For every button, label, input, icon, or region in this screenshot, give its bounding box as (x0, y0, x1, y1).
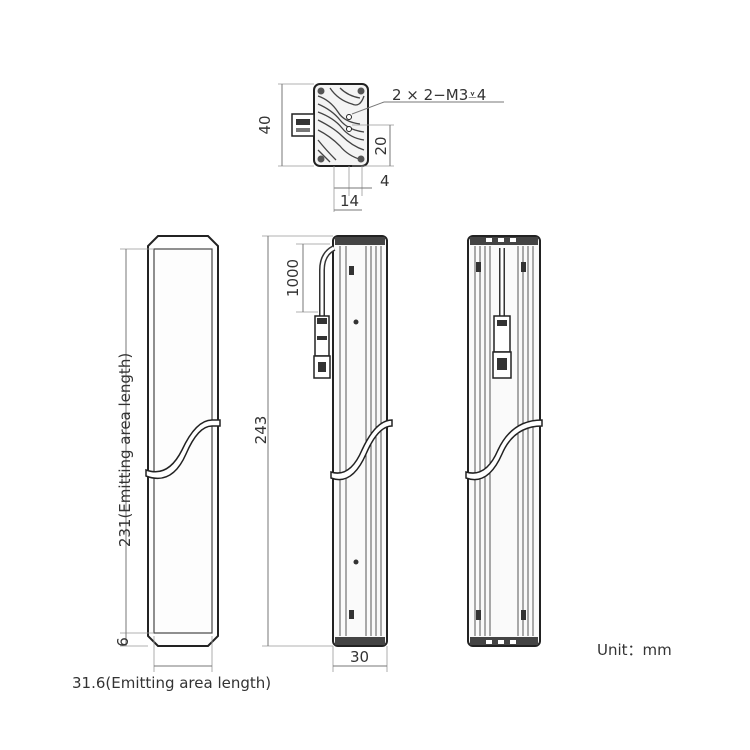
break-line (330, 419, 393, 481)
mounting-hole-icon (346, 126, 352, 132)
top-height-dim: 40 (256, 115, 274, 134)
rear-view (465, 235, 543, 647)
unit-label: Unit：mm (597, 641, 672, 659)
front-body (147, 235, 219, 647)
hole-offset-dim: 4 (380, 172, 390, 190)
hole-callout: 2 × 2−M3⩡4 (392, 86, 486, 104)
top-view: 40 2 × 2−M3⩡4 20 4 14 (256, 83, 504, 212)
emitting-area (153, 248, 213, 634)
side-body (332, 235, 388, 647)
screw-icon (357, 155, 365, 163)
hole-spacing-dim: 20 (372, 136, 390, 155)
screw-icon (357, 87, 365, 95)
total-length-dim: 243 (252, 416, 270, 445)
end-margin-dim: 6 (114, 637, 132, 647)
cable-length-dim: 1000 (284, 259, 302, 297)
hole-x-dim: 14 (340, 192, 359, 210)
screw-icon (317, 155, 325, 163)
side-view: 1000 243 30 (252, 235, 393, 672)
front-view: 231(Emitting area length) 6 31.6(Emittin… (72, 235, 271, 692)
break-line (465, 419, 543, 481)
emitting-width-dim: 31.6(Emitting area length) (72, 674, 271, 692)
break-line (145, 419, 221, 480)
emitting-length-dim: 231(Emitting area length) (116, 353, 134, 547)
end-cap-pattern (317, 87, 365, 163)
screw-icon (317, 87, 325, 95)
mounting-hole-icon (346, 114, 352, 120)
width-dim: 30 (350, 648, 369, 666)
